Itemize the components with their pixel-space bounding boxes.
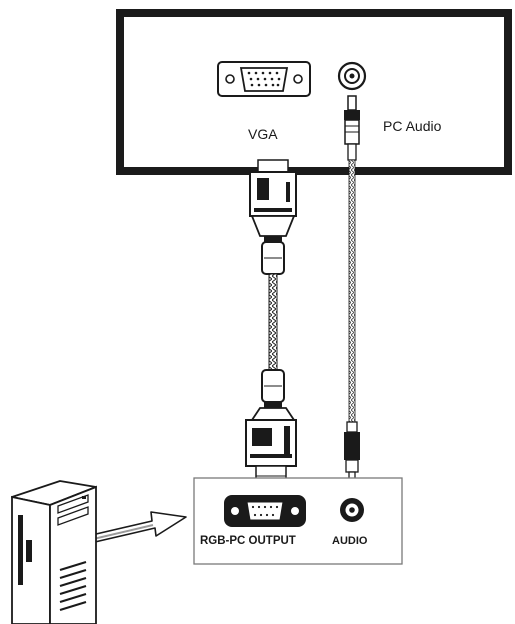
source-audio-label: AUDIO [332, 535, 368, 547]
rgb-pc-output-port-icon [224, 495, 306, 527]
audio-cable-icon [344, 95, 360, 489]
vga-port-icon [217, 61, 311, 97]
audio-output-jack-icon [340, 498, 364, 522]
source-vga-label: RGB-PC OUTPUT [200, 535, 296, 547]
display-panel [116, 9, 512, 175]
audio-jack-icon [337, 61, 367, 91]
display-vga-label: VGA [248, 126, 278, 142]
vga-cable-icon [245, 159, 297, 489]
computer-tower-icon [11, 480, 97, 624]
display-audio-label: PC Audio [383, 118, 442, 134]
